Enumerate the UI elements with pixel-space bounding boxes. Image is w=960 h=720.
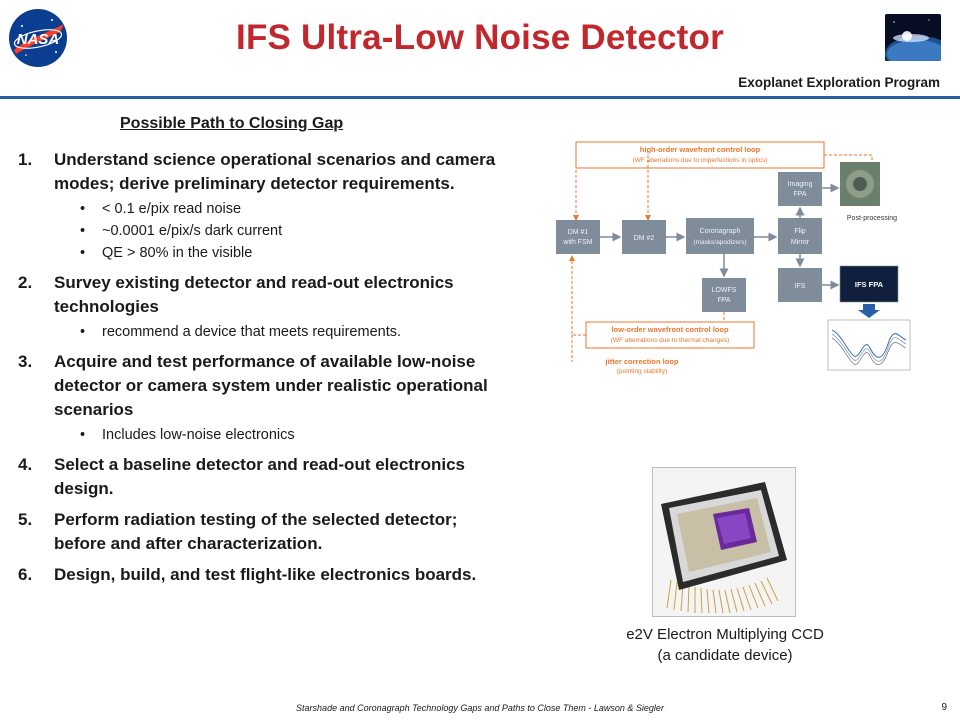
control-loop-diagram: high-order wavefront control loop (WF ab…: [556, 141, 911, 375]
imaging-label: Imaging: [788, 181, 813, 188]
ifs-fpa-label: IFS FPA: [855, 280, 884, 289]
dm1-label-2: with FSM: [562, 239, 592, 246]
step-number: 1.: [18, 150, 33, 169]
flip-label-2: Mirror: [791, 239, 810, 246]
lowfs-label-2: FPA: [717, 297, 730, 304]
step-number: 4.: [18, 455, 33, 474]
step-text: Understand science operational scenarios…: [54, 150, 496, 193]
lowfs-label: LOWFS: [712, 287, 737, 294]
imaging-label-2: FPA: [793, 191, 806, 198]
coronagraph-box: [686, 218, 754, 254]
dm2-box: [622, 220, 666, 254]
bullet-list: recommend a device that meets requiremen…: [54, 321, 508, 343]
step-number: 5.: [18, 510, 33, 529]
bullet-item: recommend a device that meets requiremen…: [54, 321, 508, 343]
page-number: 9: [941, 702, 947, 713]
high-order-loop-label: high-order wavefront control loop: [640, 145, 761, 154]
dm1-box: [556, 220, 600, 254]
footer-text: Starshade and Coronagraph Technology Gap…: [296, 703, 664, 713]
dm1-label: DM #1: [568, 229, 589, 236]
step-item: 6. Design, build, and test flight-like e…: [18, 563, 508, 587]
step-text: Select a baseline detector and read-out …: [54, 455, 465, 498]
section-subheading: Possible Path to Closing Gap: [120, 115, 344, 132]
low-order-loop-label: low-order wavefront control loop: [611, 325, 729, 334]
bullet-item: QE > 80% in the visible: [54, 242, 508, 264]
jitter-loop-sub: (pointing stability): [617, 368, 668, 375]
ifs-fpa-box: [839, 265, 899, 303]
imaging-fpa-box: [778, 172, 822, 206]
program-label: Exoplanet Exploration Program: [738, 75, 940, 90]
step-item: 1. Understand science operational scenar…: [18, 148, 508, 264]
lowfs-box: [702, 278, 746, 312]
down-arrow-icon: [858, 304, 880, 318]
nasa-logo-text: NASA: [17, 31, 60, 48]
image-caption: e2V Electron Multiplying CCD (a candidat…: [590, 624, 860, 666]
step-item: 2. Survey existing detector and read-out…: [18, 271, 508, 343]
step-number: 3.: [18, 352, 33, 371]
spectrum-thumbnail: [827, 319, 911, 371]
step-list: 1. Understand science operational scenar…: [18, 148, 508, 594]
nasa-logo: NASA: [9, 9, 67, 67]
caption-line-1: e2V Electron Multiplying CCD: [626, 626, 824, 643]
post-processing-label: Post-processing: [847, 215, 897, 222]
step-number: 2.: [18, 273, 33, 292]
coronagraph-label: Coronagraph: [700, 228, 741, 235]
high-order-loop-sub: (WF aberrations due to imperfections in …: [633, 157, 768, 164]
step-item: 3. Acquire and test performance of avail…: [18, 350, 508, 446]
coronagraph-sub: (masks/apodizers): [693, 239, 746, 246]
header-rule: [0, 96, 960, 99]
flip-label: Flip: [794, 228, 805, 235]
jitter-loop-label: jitter correction loop: [605, 357, 679, 366]
bullet-list: Includes low-noise electronics: [54, 424, 508, 446]
ifs-box: [778, 268, 822, 302]
ccd-photo: [652, 467, 796, 617]
step-text: Design, build, and test flight-like elec…: [54, 565, 477, 584]
step-number: 6.: [18, 565, 33, 584]
earth-image: [885, 14, 941, 61]
slide-title: IFS Ultra-Low Noise Detector: [236, 18, 724, 57]
step-text: Acquire and test performance of availabl…: [54, 352, 488, 419]
step-item: 5. Perform radiation testing of the sele…: [18, 508, 508, 556]
bullet-list: < 0.1 e/pix read noise ~0.0001 e/pix/s d…: [54, 198, 508, 264]
bullet-item: ~0.0001 e/pix/s dark current: [54, 220, 508, 242]
bullet-item: Includes low-noise electronics: [54, 424, 508, 446]
low-order-loop-sub: (WF aberrations due to thermal changes): [611, 337, 730, 344]
step-text: Survey existing detector and read-out el…: [54, 273, 454, 316]
ifs-label: IFS: [795, 283, 806, 290]
flip-mirror-box: [778, 218, 822, 254]
step-text: Perform radiation testing of the selecte…: [54, 510, 458, 553]
caption-line-2: (a candidate device): [657, 647, 793, 664]
dm2-label: DM #2: [634, 235, 655, 242]
bullet-item: < 0.1 e/pix read noise: [54, 198, 508, 220]
step-item: 4. Select a baseline detector and read-o…: [18, 453, 508, 501]
